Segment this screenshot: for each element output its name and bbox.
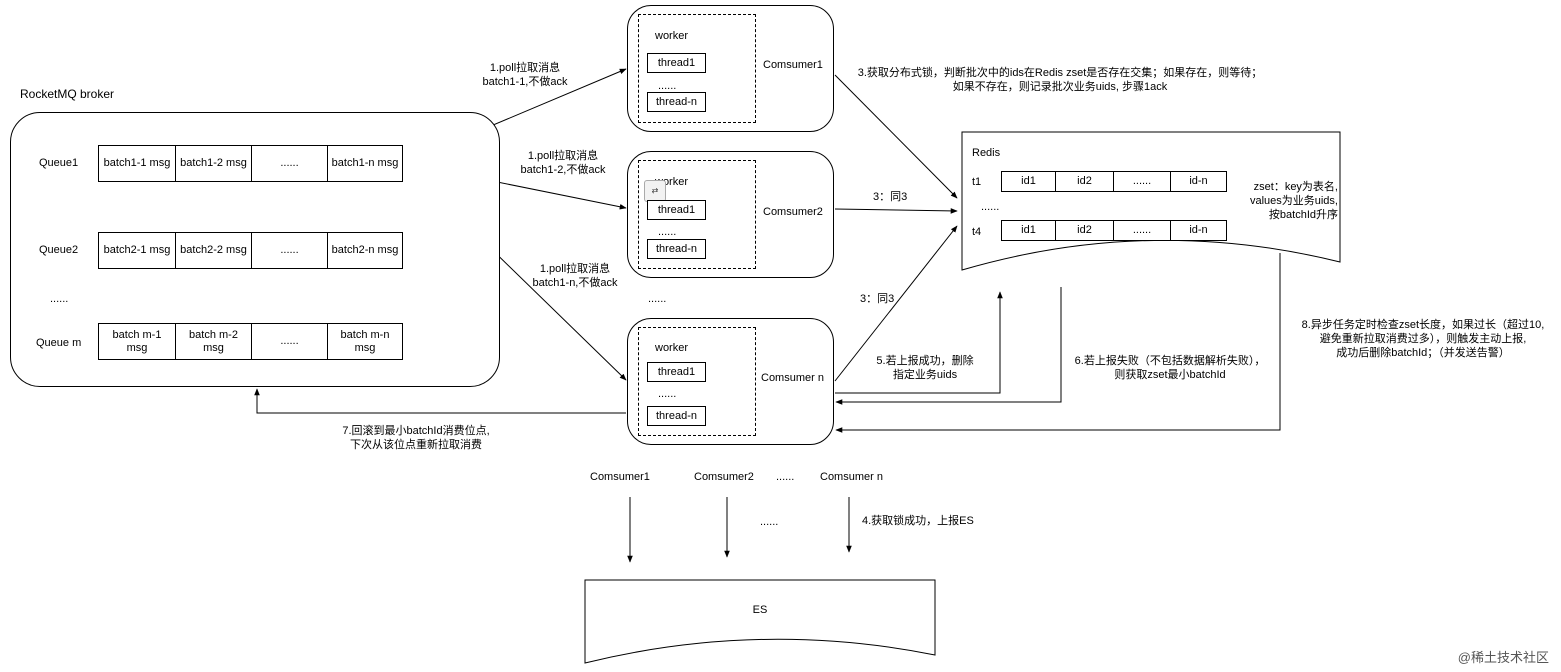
arrow-lock-n: [834, 225, 958, 382]
step-label: 7.回滚到最小batchId消费位点,: [342, 425, 490, 437]
step-label: 3：同3: [860, 293, 895, 305]
redis-cell: id-n: [1170, 220, 1227, 241]
step-label: 成功后删除batchId；（并发送告警）: [1336, 347, 1510, 359]
step-label: 下次从该位点重新拉取消费: [350, 439, 482, 451]
bottom-consumer-label: Comsumer2: [694, 471, 754, 483]
queue-cell: ......: [251, 323, 328, 360]
step-label: 1.poll拉取消息: [527, 150, 599, 162]
thread-cell: thread1: [647, 362, 706, 382]
step-label: 则获取zset最小batchId: [1114, 369, 1226, 381]
redis-cell: id2: [1055, 220, 1114, 241]
redis-title: Redis: [972, 147, 1001, 159]
redis-note-line: values为业务uids,: [1249, 195, 1338, 207]
worker-label: worker: [655, 342, 689, 354]
step-label: batch1-1,不做ack: [482, 76, 568, 88]
es-document-shape: [584, 579, 936, 664]
worker-box: [638, 14, 756, 123]
thread-cell: thread-n: [647, 92, 706, 112]
queue-label: Queue2: [39, 244, 79, 256]
step-label: batch1-2,不做ack: [520, 164, 606, 176]
queue-label: Queue m: [36, 337, 82, 349]
bottom-consumer-label: Comsumer1: [590, 471, 650, 483]
redis-ellipsis: ......: [981, 201, 1000, 213]
thread-ellipsis: ......: [658, 80, 677, 92]
redis-cell: id1: [1001, 220, 1056, 241]
consumer-label: Comsumer1: [763, 59, 823, 71]
redis-note-line: 按batchId升序: [1268, 209, 1338, 221]
queue-cell: batch2-n msg: [327, 232, 403, 269]
redis-cell: ......: [1113, 220, 1171, 241]
worker-box: [638, 160, 756, 269]
arrow-fail: [835, 287, 1062, 405]
redis-note-line: zset：key为表名,: [1253, 181, 1338, 193]
worker-label: worker: [655, 30, 689, 42]
arrow-lock-1: [834, 74, 958, 199]
thread-ellipsis: ......: [658, 388, 677, 400]
consumer-label: Comsumer n: [761, 372, 824, 384]
queue-label: Queue1: [39, 157, 79, 169]
queue-cell: batch m-n msg: [327, 323, 403, 360]
step-label: 6.若上报失败（不包括数据解析失败），: [1074, 355, 1266, 367]
arrow-lock-2: [834, 208, 958, 214]
queue-cell: batch1-1 msg: [98, 145, 176, 182]
redis-cell: ......: [1113, 171, 1171, 192]
arrow-async: [835, 253, 1281, 433]
queue-cell: batch m-1 msg: [98, 323, 176, 360]
queue-cell: batch1-2 msg: [175, 145, 252, 182]
bottom-ellipsis: ......: [760, 516, 779, 528]
thread-cell: thread1: [647, 200, 706, 220]
bottom-consumer-label: ......: [776, 471, 795, 483]
consumers-ellipsis: ......: [648, 293, 667, 305]
arrow-rollback: [254, 388, 626, 414]
step-label: 4.获取锁成功，上报ES: [862, 515, 974, 527]
step-label: 5.若上报成功，删除: [876, 355, 974, 367]
arrow-success: [835, 291, 1003, 394]
consumer-label: Comsumer2: [763, 206, 823, 218]
step-label: 1.poll拉取消息: [489, 62, 561, 74]
broker-title: RocketMQ broker: [20, 87, 115, 101]
step-label: 8.异步任务定时检查zset长度，如果过长（超过10,: [1301, 319, 1545, 331]
queue-cell: batch2-1 msg: [98, 232, 176, 269]
step-label: 3：同3: [873, 191, 908, 203]
redis-key: t4: [972, 226, 982, 238]
queue-cell: ......: [251, 145, 328, 182]
step-label: 1.poll拉取消息: [539, 263, 611, 275]
step-label: 如果不存在，则记录批次业务uids, 步骤1ack: [952, 81, 1168, 93]
es-label: ES: [752, 604, 768, 616]
queue-cell: batch2-2 msg: [175, 232, 252, 269]
redis-cell: id-n: [1170, 171, 1227, 192]
queue-ellipsis: ......: [50, 293, 69, 305]
queue-cell: batch m-2 msg: [175, 323, 252, 360]
thread-ellipsis: ......: [658, 226, 677, 238]
thread-cell: thread1: [647, 53, 706, 73]
queue-cell: batch1-n msg: [327, 145, 403, 182]
step-label: 3.获取分布式锁，判断批次中的ids在Redis zset是否存在交集；如果存在…: [857, 67, 1263, 79]
redis-cell: id2: [1055, 171, 1114, 192]
redis-key: t1: [972, 176, 982, 188]
worker-box: [638, 327, 756, 436]
overlay-icon: ⇄: [644, 180, 666, 202]
redis-cell: id1: [1001, 171, 1056, 192]
bottom-consumer-label: Comsumer n: [820, 471, 883, 483]
watermark: @稀土技术社区: [1457, 650, 1549, 665]
step-label: 避免重新拉取消费过多），则触发主动上报,: [1319, 333, 1527, 345]
step-label: batch1-n,不做ack: [532, 277, 618, 289]
thread-cell: thread-n: [647, 406, 706, 426]
queue-cell: ......: [251, 232, 328, 269]
step-label: 指定业务uids: [892, 369, 958, 381]
thread-cell: thread-n: [647, 239, 706, 259]
